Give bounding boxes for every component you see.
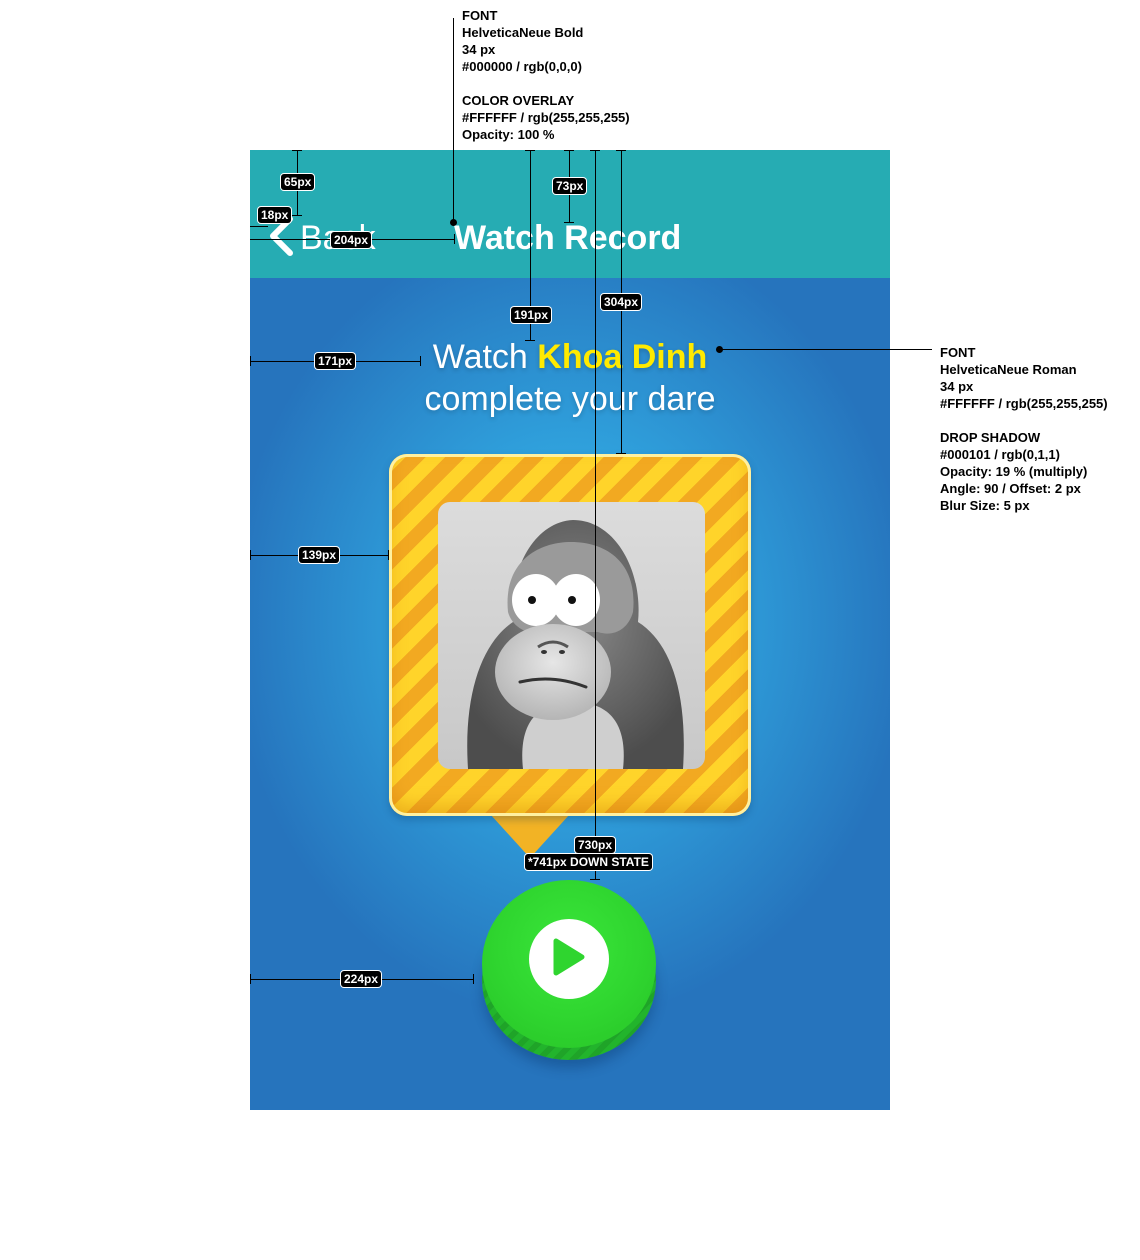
dim-label-741: *741px DOWN STATE (525, 854, 652, 870)
headline-prefix: Watch (432, 338, 528, 376)
measure-line-730 (595, 150, 596, 880)
spec-title-color: #000000 / rgb(0,0,0) (462, 59, 582, 74)
play-button[interactable] (474, 880, 664, 1070)
measure-tick (388, 550, 389, 560)
spec-headline-shadow-opacity: Opacity: 19 % (multiply) (940, 464, 1088, 479)
headline: Watch Khoa Dinh complete your dare (250, 336, 890, 420)
measure-tick (292, 215, 302, 216)
spec-headline-shadow-angle: Angle: 90 / Offset: 2 px (940, 481, 1081, 496)
spec-headline-shadow-color: #000101 / rgb(0,1,1) (940, 447, 1060, 462)
measure-tick (525, 340, 535, 341)
measure-tick (564, 222, 574, 223)
spec-title-overlay-heading: COLOR OVERLAY (462, 93, 575, 108)
play-button-inner (529, 919, 609, 999)
measure-tick (473, 974, 474, 984)
measure-tick (250, 356, 251, 366)
leader-dot-headline (716, 346, 723, 353)
card-pointer (490, 814, 570, 858)
measure-line-191 (530, 150, 531, 341)
spec-title-overlay-color: #FFFFFF / rgb(255,255,255) (462, 110, 630, 125)
page-title: Watch Record (454, 219, 682, 257)
spec-headline-color: #FFFFFF / rgb(255,255,255) (940, 396, 1108, 411)
spec-headline-heading: FONT (940, 345, 976, 360)
measure-tick (420, 356, 421, 366)
spec-title-size: 34 px (462, 42, 496, 57)
measure-tick (590, 879, 600, 880)
measure-tick (292, 150, 302, 151)
measure-tick (250, 550, 251, 560)
dim-label-730: 730px (575, 837, 616, 853)
dim-label-65: 65px (281, 174, 315, 190)
spec-title-font-name: HelveticaNeue Bold (462, 25, 584, 40)
play-icon (552, 937, 586, 982)
dim-label-204: 204px (331, 232, 372, 248)
measure-line-18 (250, 226, 268, 227)
measure-tick (564, 150, 574, 151)
dim-label-18: 18px (258, 207, 292, 223)
gorilla-avatar (438, 502, 705, 769)
measure-tick (590, 150, 600, 151)
dare-user-name: Khoa Dinh (537, 338, 708, 376)
leader-dot-title (450, 219, 457, 226)
leader-line-headline (720, 349, 932, 350)
dim-label-191: 191px (511, 307, 552, 323)
measure-tick (616, 453, 626, 454)
measure-tick (616, 150, 626, 151)
spec-title-heading: FONT (462, 8, 498, 23)
dim-label-139: 139px (299, 547, 340, 563)
measure-tick (250, 974, 251, 984)
spec-title-font: FONT HelveticaNeue Bold 34 px #000000 / … (462, 7, 630, 143)
dim-label-73: 73px (553, 178, 587, 194)
headline-line-1: Watch Khoa Dinh (250, 336, 890, 378)
spec-headline-font-name: HelveticaNeue Roman (940, 362, 1077, 377)
spec-title-overlay-opacity: Opacity: 100 % (462, 127, 555, 142)
dim-label-171: 171px (315, 353, 356, 369)
measure-tick (525, 150, 535, 151)
headline-line-2: complete your dare (424, 380, 716, 418)
spec-headline-shadow-heading: DROP SHADOW (940, 430, 1041, 445)
spec-headline-shadow-blur: Blur Size: 5 px (940, 498, 1030, 513)
dim-label-224: 224px (341, 971, 382, 987)
play-button-face[interactable] (482, 880, 656, 1048)
spec-headline-size: 34 px (940, 379, 974, 394)
measure-tick (454, 234, 455, 244)
dim-label-304: 304px (601, 294, 642, 310)
chevron-left-icon (268, 215, 294, 261)
spec-headline-font: FONT HelveticaNeue Roman 34 px #FFFFFF /… (940, 344, 1108, 514)
leader-line-title (453, 18, 454, 223)
nav-bar: Back Watch Record (250, 150, 890, 278)
app-screen: Back Watch Record Watch Khoa Dinh comple… (250, 150, 890, 1110)
